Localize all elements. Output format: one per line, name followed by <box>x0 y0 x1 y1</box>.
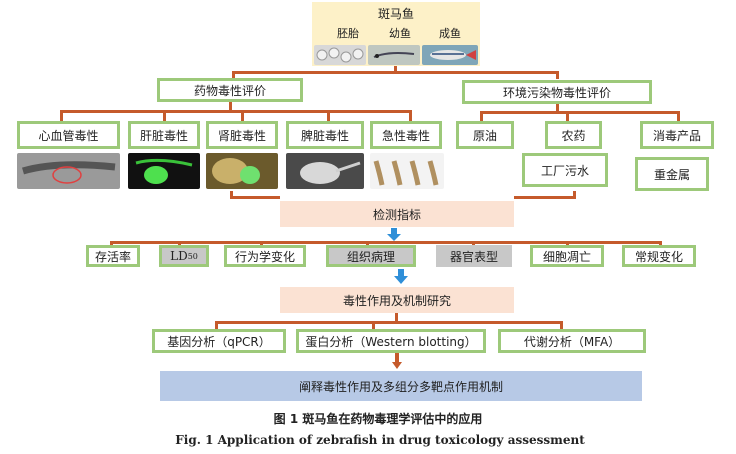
down-arrow-icon <box>394 269 408 284</box>
detection-indicators-box: 检测指标 <box>280 201 514 227</box>
indicator-routine-change: 常规变化 <box>622 245 696 267</box>
factory-wastewater-box: 工厂污水 <box>522 153 608 187</box>
indicator-histopathology: 组织病理 <box>326 245 416 267</box>
zebrafish-title: 斑马鱼 <box>377 6 414 21</box>
indicator-organ-phenotype: 器官表型 <box>436 245 512 267</box>
zebrafish-box: 斑马鱼 胚胎 幼鱼 成鱼 <box>312 2 480 66</box>
down-arrow-icon <box>392 362 402 369</box>
stage-adult: 成鱼 <box>439 27 461 40</box>
crude-oil-box: 原油 <box>456 121 514 149</box>
cardiovascular-image <box>17 153 120 189</box>
figure-caption-cn: 图 1 斑马鱼在药物毒理学评估中的应用 <box>273 411 483 426</box>
kidney-image <box>206 153 278 189</box>
cardiovascular-toxicity-box: 心血管毒性 <box>17 121 120 149</box>
env-toxicity-box: 环境污染物毒性评价 <box>462 80 652 104</box>
down-arrow-icon <box>387 228 401 241</box>
conclusion-box: 阐释毒性作用及多组分多靶点作用机制 <box>160 371 642 401</box>
liver-image <box>128 153 200 189</box>
spleen-toxicity-box: 脾脏毒性 <box>286 121 364 149</box>
embryo-image <box>314 45 366 65</box>
pesticide-box: 农药 <box>545 121 602 149</box>
acute-toxicity-box: 急性毒性 <box>370 121 442 149</box>
drug-toxicity-box: 药物毒性评价 <box>157 78 303 102</box>
larva-image <box>368 45 420 65</box>
disinfection-products-box: 消毒产品 <box>640 121 714 149</box>
heavy-metal-box: 重金属 <box>635 157 709 191</box>
indicator-survival-rate: 存活率 <box>86 245 140 267</box>
stage-embryo: 胚胎 <box>337 27 359 40</box>
indicator-apoptosis: 细胞凋亡 <box>530 245 604 267</box>
liver-toxicity-box: 肝脏毒性 <box>128 121 200 149</box>
spleen-image <box>286 153 364 189</box>
kidney-toxicity-box: 肾脏毒性 <box>206 121 278 149</box>
adult-fish-image <box>422 45 478 65</box>
gene-analysis-box: 基因分析（qPCR） <box>152 329 286 353</box>
acute-toxicity-image <box>370 153 444 189</box>
protein-analysis-box: 蛋白分析（Western blotting） <box>296 329 486 353</box>
figure-caption-en: Fig. 1 Application of zebrafish in drug … <box>175 433 585 447</box>
mechanism-research-box: 毒性作用及机制研究 <box>280 287 514 313</box>
ld50-label: LD <box>170 249 188 263</box>
indicator-behavior-change: 行为学变化 <box>224 245 306 267</box>
ld50-subscript: 50 <box>187 251 198 261</box>
stage-larva: 幼鱼 <box>389 27 411 40</box>
metabolic-analysis-box: 代谢分析（MFA） <box>498 329 646 353</box>
